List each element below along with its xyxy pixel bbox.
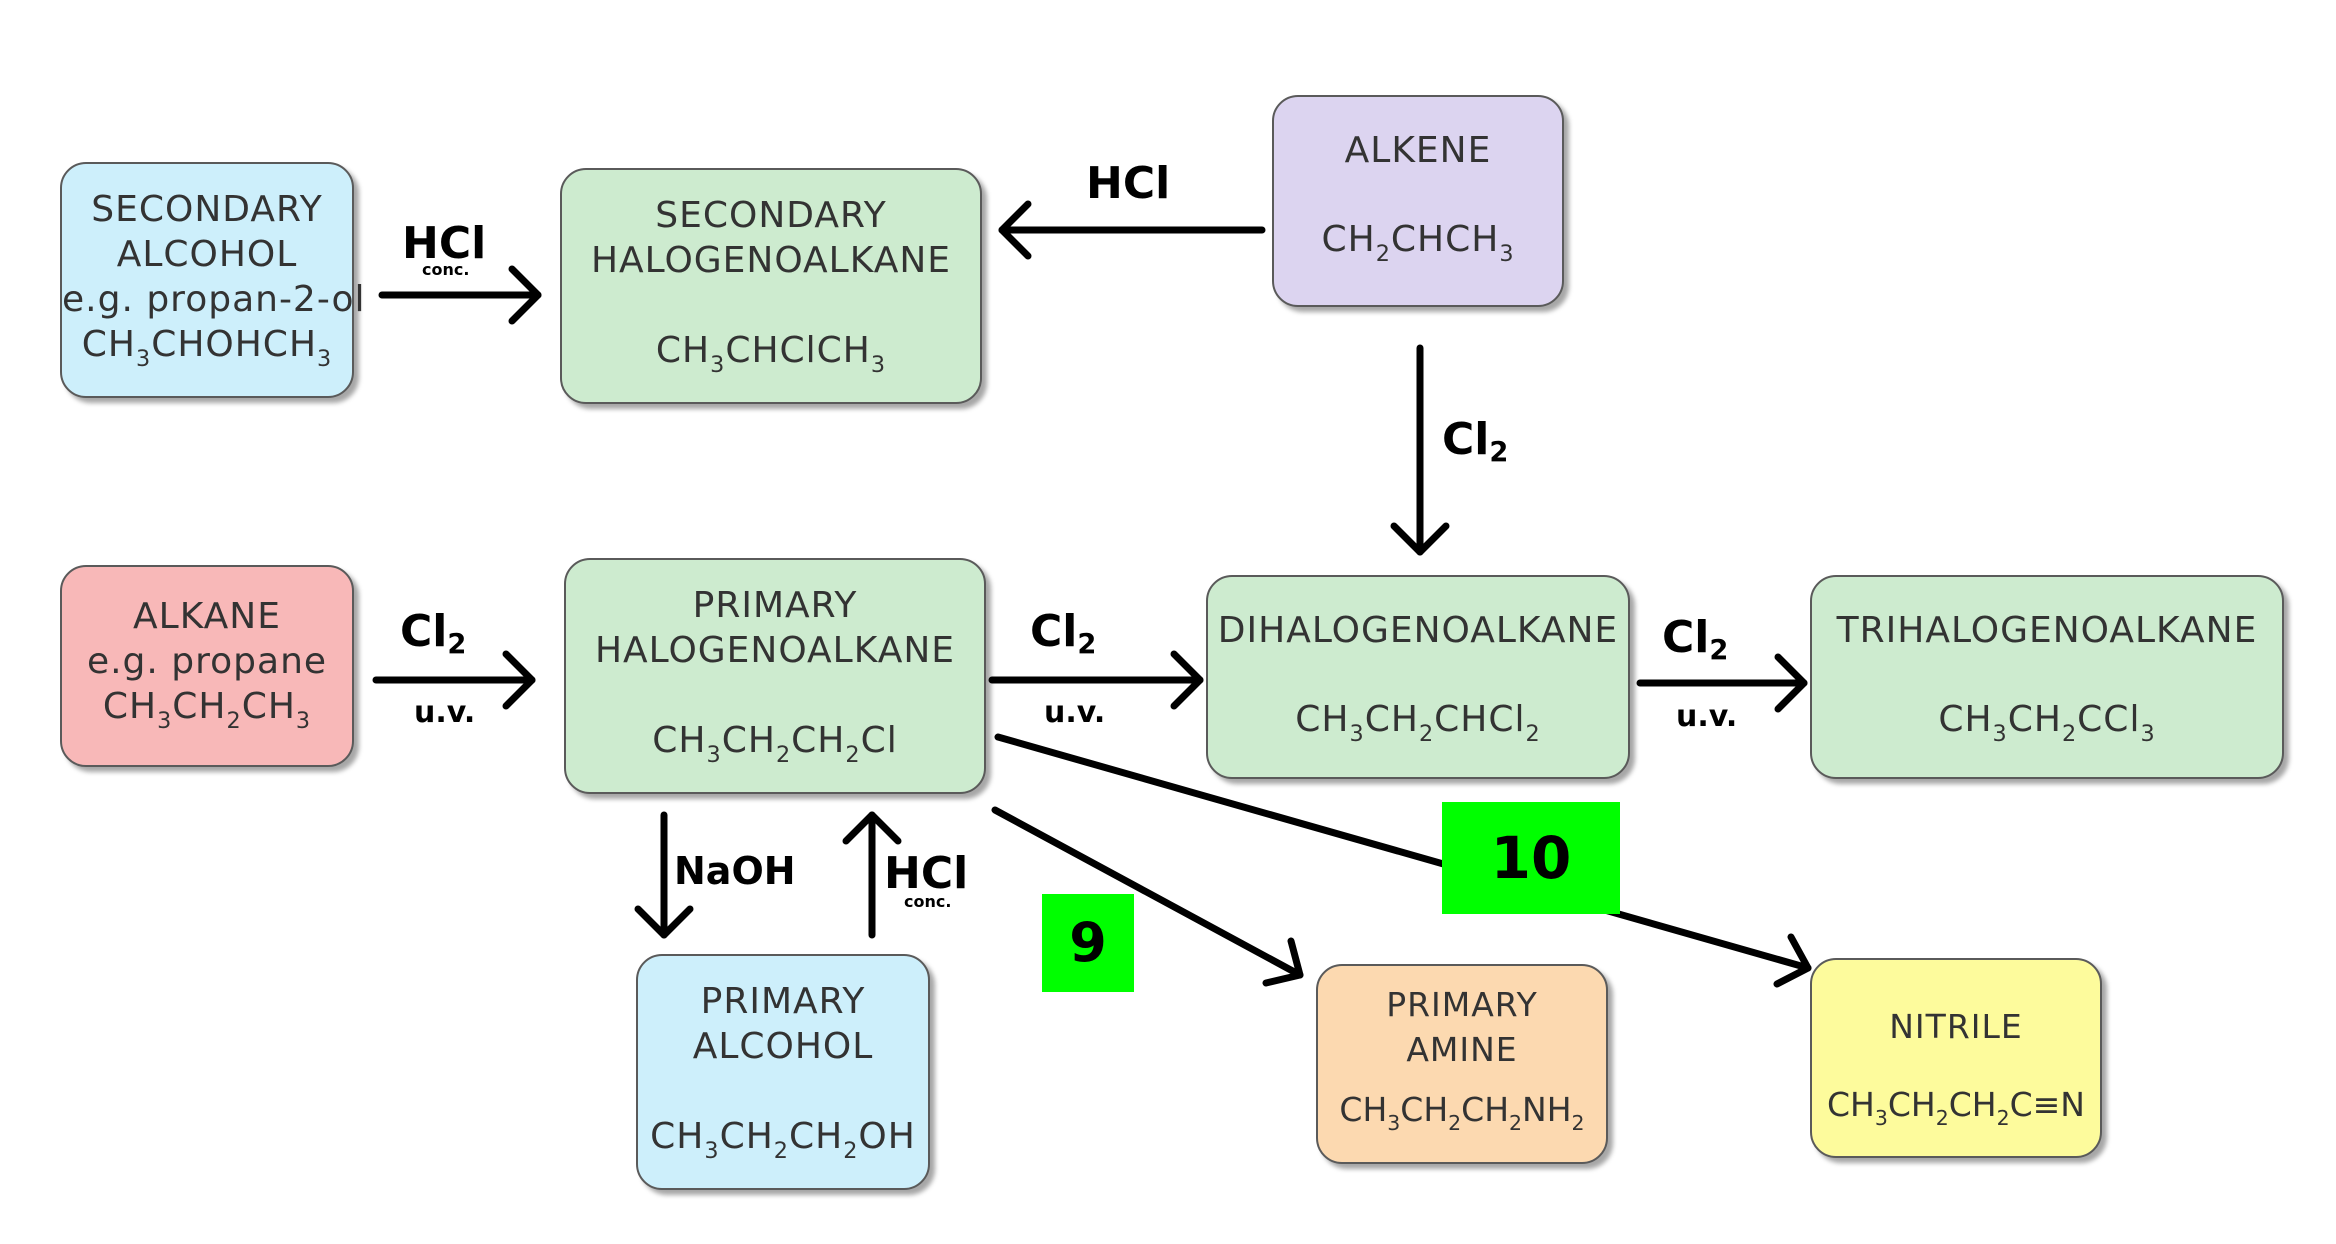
secondary-alcohol-title-2: ALCOHOL [116, 234, 298, 275]
trihalogenoalkane-formula: CH3CH2CCl3 [1938, 699, 2156, 748]
arrow-alkene-to-dihalogenoalkane [1390, 344, 1450, 556]
reagent-cl2-primary: Cl2 [1030, 606, 1097, 660]
secondary-halogenoalkane-title-1: SECONDARY [655, 195, 887, 236]
primary-amine-title-2: AMINE [1406, 1030, 1518, 1069]
arrow-primary-halogenoalkane-to-amine [991, 806, 1304, 987]
secondary-alcohol-box: SECONDARY ALCOHOL e.g. propan-2-ol CH3CH… [60, 162, 366, 398]
primary-amine-formula: CH3CH2CH2NH2 [1339, 1090, 1585, 1136]
condition-uv-alkane: u.v. [414, 695, 476, 730]
trihalogenoalkane-title: TRIHALOGENOALKANE [1836, 610, 2258, 651]
nitrile-title: NITRILE [1889, 1007, 2023, 1046]
reagent-cl2-alkane: Cl2 [400, 606, 467, 660]
alkene-title: ALKENE [1344, 130, 1492, 171]
arrow-di-to-trihalogenoalkane [1636, 653, 1808, 713]
condition-uv-primary: u.v. [1044, 695, 1106, 730]
primary-alcohol-title-1: PRIMARY [700, 981, 866, 1022]
dihalogenoalkane-box: DIHALOGENOALKANE CH3CH2CHCl2 [1206, 575, 1630, 779]
reagent-cl2-di: Cl2 [1662, 612, 1729, 666]
reagent-hcl-alkene: HCl [1086, 158, 1171, 209]
secondary-alcohol-title-1: SECONDARY [91, 189, 323, 230]
badge-10: 10 [1442, 802, 1620, 914]
primary-alcohol-title-2: ALCOHOL [692, 1026, 874, 1067]
nitrile-formula: CH3CH2CH2C≡N [1826, 1085, 2085, 1131]
reagent-cl2-alkene: Cl2 [1442, 414, 1509, 468]
reagent-hcl-conc-bottom: HCl [884, 848, 969, 899]
alkene-formula: CH2CHCH3 [1321, 219, 1515, 268]
secondary-alcohol-formula: CH3CHOHCH3 [81, 324, 333, 373]
condition-uv-di: u.v. [1676, 699, 1738, 734]
primary-amine-box: PRIMARY AMINE CH3CH2CH2NH2 [1316, 964, 1608, 1164]
arrow-alkane-to-primary-halogenoalkane [372, 650, 536, 710]
primary-halogenoalkane-box: PRIMARY HALOGENOALKANE CH3CH2CH2Cl [564, 558, 986, 794]
reagent-hcl-conc-top: HCl [402, 218, 487, 269]
arrow-primary-halogenoalkane-to-nitrile [994, 733, 1812, 988]
primary-alcohol-formula: CH3CH2CH2OH [650, 1116, 916, 1165]
arrow-secondary-alcohol-to-halogenoalkane [378, 265, 542, 325]
secondary-alcohol-example: e.g. propan-2-ol [62, 279, 366, 320]
primary-alcohol-box: PRIMARY ALCOHOL CH3CH2CH2OH [636, 954, 930, 1190]
reagent-naoh: NaOH [674, 849, 796, 893]
dihalogenoalkane-formula: CH3CH2CHCl2 [1295, 699, 1541, 748]
arrow-primary-halogenoalkane-to-primary-alcohol [634, 811, 694, 939]
primary-halogenoalkane-title-2: HALOGENOALKANE [594, 630, 956, 671]
primary-halogenoalkane-formula: CH3CH2CH2Cl [652, 720, 898, 769]
primary-halogenoalkane-title-1: PRIMARY [692, 585, 858, 626]
trihalogenoalkane-box: TRIHALOGENOALKANE CH3CH2CCl3 [1810, 575, 2284, 779]
alkane-formula: CH3CH2CH3 [102, 686, 312, 735]
arrow-alkene-to-secondary-halogenoalkane [998, 200, 1266, 260]
reagent-hcl-conc-bottom-note: conc. [904, 892, 952, 911]
dihalogenoalkane-title: DIHALOGENOALKANE [1217, 610, 1619, 651]
arrow-primary-to-dihalogenoalkane [988, 650, 1204, 710]
alkane-box: ALKANE e.g. propane CH3CH2CH3 [60, 565, 354, 767]
arrow-primary-alcohol-to-primary-halogenoalkane [842, 811, 902, 939]
secondary-halogenoalkane-formula: CH3CHClCH3 [655, 330, 887, 379]
alkane-example: e.g. propane [86, 641, 328, 682]
alkane-title: ALKANE [133, 596, 281, 637]
secondary-halogenoalkane-title-2: HALOGENOALKANE [590, 240, 952, 281]
alkene-box: ALKENE CH2CHCH3 [1272, 95, 1564, 307]
nitrile-box: NITRILE CH3CH2CH2C≡N [1810, 958, 2102, 1158]
badge-9: 9 [1042, 894, 1134, 992]
reagent-hcl-conc-top-note: conc. [422, 260, 470, 279]
secondary-halogenoalkane-box: SECONDARY HALOGENOALKANE CH3CHClCH3 [560, 168, 982, 404]
primary-amine-title-1: PRIMARY [1386, 985, 1538, 1024]
